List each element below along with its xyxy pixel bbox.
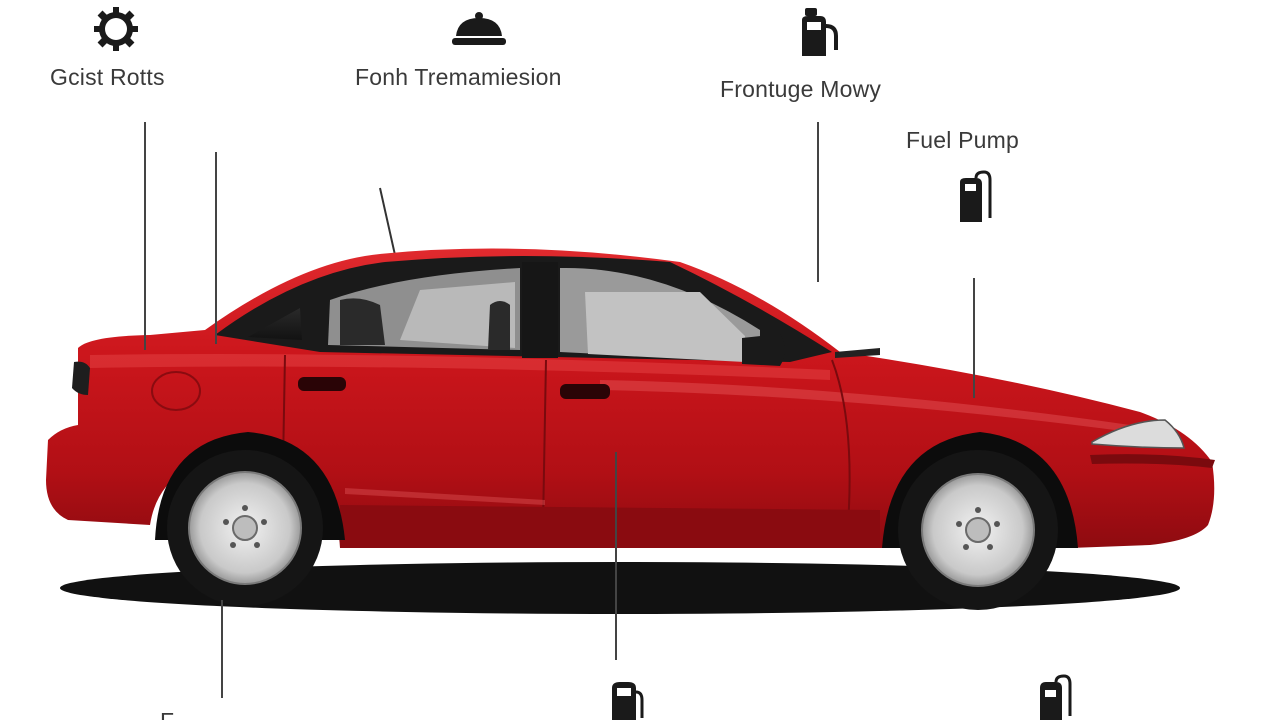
fuel-door <box>151 371 201 411</box>
leader-line-center-bottom <box>615 452 617 660</box>
label-top-right: Frontuge Mowy <box>720 76 882 102</box>
gear-icon <box>94 7 138 51</box>
side-mirror <box>742 334 785 366</box>
rear-wheel <box>167 450 323 606</box>
label-top-center: Fonh Tremamiesion <box>355 64 562 90</box>
label-top-left: Gcist Rotts <box>50 64 165 90</box>
leader-line-top-right <box>817 122 819 282</box>
antenna <box>379 187 396 256</box>
fuel-canister-icon <box>612 682 644 720</box>
leader-line-fuel-pump <box>973 278 975 398</box>
leader-line-top-left-b <box>215 152 217 344</box>
rear-quarter-window <box>248 308 302 340</box>
rear-door-handle <box>298 377 346 391</box>
fuel-canister-icon <box>960 170 992 222</box>
car-shadow <box>60 562 1180 614</box>
leader-line-top-left-a <box>144 122 146 350</box>
headlight <box>1091 419 1185 449</box>
fuel-canister-icon <box>1040 674 1072 720</box>
front-wheel <box>898 450 1058 610</box>
tail-light <box>72 361 90 395</box>
leader-line-bottom-left <box>221 600 223 698</box>
label-fuel-pump: Fuel Pump <box>906 127 1020 153</box>
dome-icon <box>452 12 506 45</box>
front-door-handle <box>560 384 610 399</box>
fuel-canister-icon <box>802 8 838 56</box>
label-bottom-left: F-- --- <box>160 708 220 720</box>
